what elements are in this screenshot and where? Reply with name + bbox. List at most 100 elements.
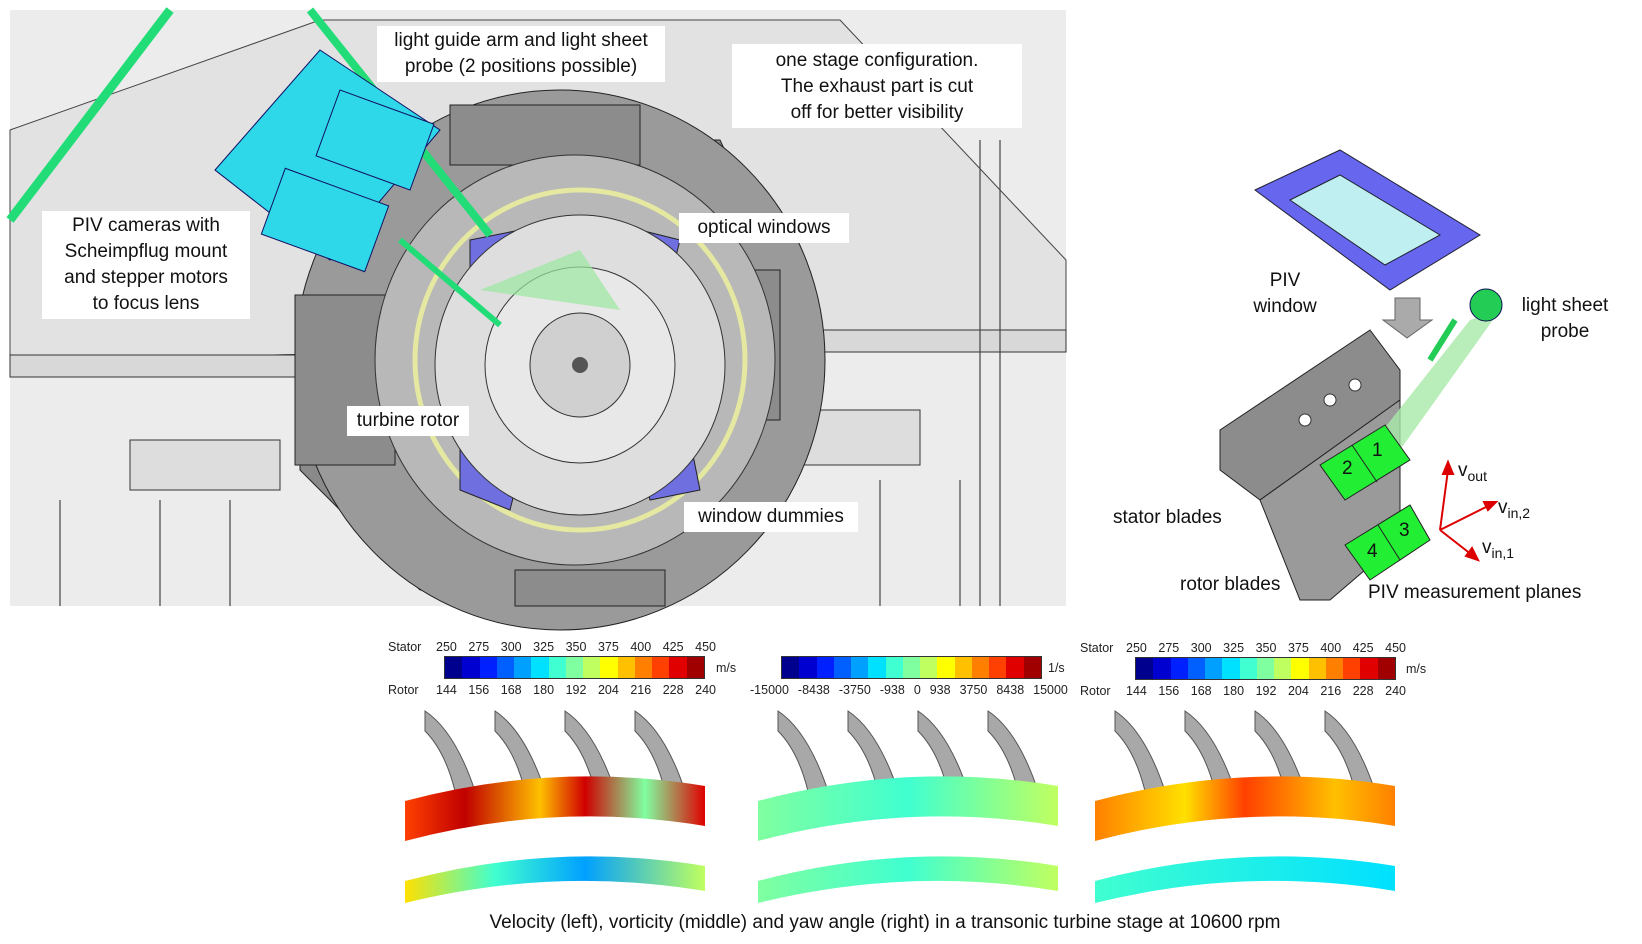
- colorbar-swatch: [1153, 658, 1171, 679]
- label-line: PIV: [1269, 270, 1301, 291]
- label-line: probe: [1540, 321, 1590, 342]
- colorbar-swatch: [799, 657, 817, 678]
- colorbar-swatch: [1291, 658, 1309, 679]
- tick: 168: [1190, 684, 1212, 698]
- colorbar-swatch: [1023, 657, 1041, 678]
- colorbar-swatch: [1256, 658, 1275, 679]
- label-line: and stepper motors: [64, 267, 228, 288]
- colorbar-swatch: [496, 657, 515, 678]
- label-line: to focus lens: [92, 293, 200, 314]
- plane-number-4: 4: [1367, 541, 1378, 562]
- colorbar-swatch: [1170, 658, 1188, 679]
- colorbar-swatch: [652, 657, 670, 678]
- tick: 425: [1352, 641, 1374, 655]
- colorbar-swatch: [885, 657, 903, 678]
- colorbar-swatch: [548, 657, 566, 678]
- tick: 300: [1190, 641, 1212, 655]
- unit-label: m/s: [716, 661, 737, 675]
- v-in2-label: vin,2: [1498, 495, 1530, 526]
- tick: -938: [879, 683, 905, 697]
- colorbar-swatch: [833, 657, 852, 678]
- colorbar-swatch: [920, 657, 938, 678]
- v-base: v: [1498, 497, 1508, 518]
- colorbar-swatch: [851, 657, 869, 678]
- label-line: light sheet: [1521, 295, 1609, 316]
- colorbar-scale: [781, 656, 1042, 679]
- label-line: The exhaust part is cut: [780, 76, 974, 97]
- colorbar-swatch: [462, 657, 480, 678]
- tick: 240: [1385, 684, 1406, 698]
- colorbar-swatch: [1006, 657, 1024, 678]
- plane-number-2: 2: [1342, 458, 1353, 479]
- plane-number-1: 1: [1372, 440, 1383, 461]
- tick: 228: [1352, 684, 1374, 698]
- tick: 250: [436, 640, 457, 654]
- tick: -15000: [750, 683, 789, 697]
- colorbar-swatch: [1325, 658, 1344, 679]
- rotor-label: Rotor: [1080, 684, 1111, 698]
- colorbar-swatch: [1274, 658, 1292, 679]
- tick: 325: [1223, 641, 1245, 655]
- plane-number-3: 3: [1399, 520, 1410, 541]
- tick: 192: [1255, 684, 1277, 698]
- v-sub: in,1: [1491, 544, 1515, 561]
- tick: 204: [597, 683, 619, 697]
- colorbar-swatch: [514, 657, 532, 678]
- tick: 156: [1158, 684, 1180, 698]
- light-sheet-probe-label: light sheet probe: [1505, 293, 1625, 345]
- tick: 216: [630, 683, 652, 697]
- v-out-label: vout: [1458, 458, 1487, 489]
- piv-measurement-planes-label: PIV measurement planes: [1368, 582, 1582, 603]
- colorbar-swatch: [954, 657, 972, 678]
- colorbar-swatch: [1187, 658, 1206, 679]
- colorbar-swatch: [816, 657, 834, 678]
- colorbar-swatch: [531, 657, 549, 678]
- tick: 216: [1320, 684, 1342, 698]
- tick: 450: [695, 640, 716, 654]
- tick: 375: [1287, 641, 1309, 655]
- tick: -3750: [838, 683, 871, 697]
- tick: 144: [436, 683, 457, 697]
- tick: 0: [913, 683, 921, 697]
- colorbar-swatch: [583, 657, 601, 678]
- configuration-note: one stage configuration. The exhaust par…: [732, 44, 1022, 128]
- unit-label: m/s: [1406, 662, 1427, 676]
- colorbar-swatch: [782, 657, 800, 678]
- tick: 8438: [996, 683, 1025, 697]
- tick: 350: [1255, 641, 1277, 655]
- rotor-label: Rotor: [388, 683, 419, 697]
- piv-window-label: PIV window: [1245, 268, 1325, 320]
- turbine-rotor-label: turbine rotor: [347, 406, 469, 436]
- label-line: window: [1253, 296, 1317, 317]
- stator-label: Stator: [388, 640, 422, 654]
- tick: 400: [630, 640, 652, 654]
- tick: 425: [662, 640, 684, 654]
- colorbar-swatch: [1308, 658, 1326, 679]
- v-sub: out: [1467, 467, 1487, 484]
- colorbar-swatch: [1377, 658, 1395, 679]
- tick: 450: [1385, 641, 1406, 655]
- tick: 375: [597, 640, 619, 654]
- tick: -8438: [797, 683, 830, 697]
- colorbar-swatch: [868, 657, 886, 678]
- colorbar-swatch: [902, 657, 921, 678]
- tick: 168: [500, 683, 522, 697]
- tick: 240: [695, 683, 716, 697]
- tick: 938: [929, 683, 951, 697]
- tick: 3750: [959, 683, 988, 697]
- colorbar-swatch: [1136, 658, 1154, 679]
- colorbar-scale: [1135, 657, 1396, 680]
- tick: 228: [662, 683, 684, 697]
- colorbar-scale: [444, 656, 705, 679]
- tick: 156: [468, 683, 490, 697]
- colorbar-swatch: [669, 657, 687, 678]
- label-line: light guide arm and light sheet: [394, 30, 648, 51]
- figure-caption: Velocity (left), vorticity (middle) and …: [489, 912, 1281, 933]
- piv-window-blade-diagram: [1219, 149, 1503, 601]
- colorbar-swatch: [937, 657, 955, 678]
- tick: 204: [1287, 684, 1309, 698]
- tick: 180: [1223, 684, 1245, 698]
